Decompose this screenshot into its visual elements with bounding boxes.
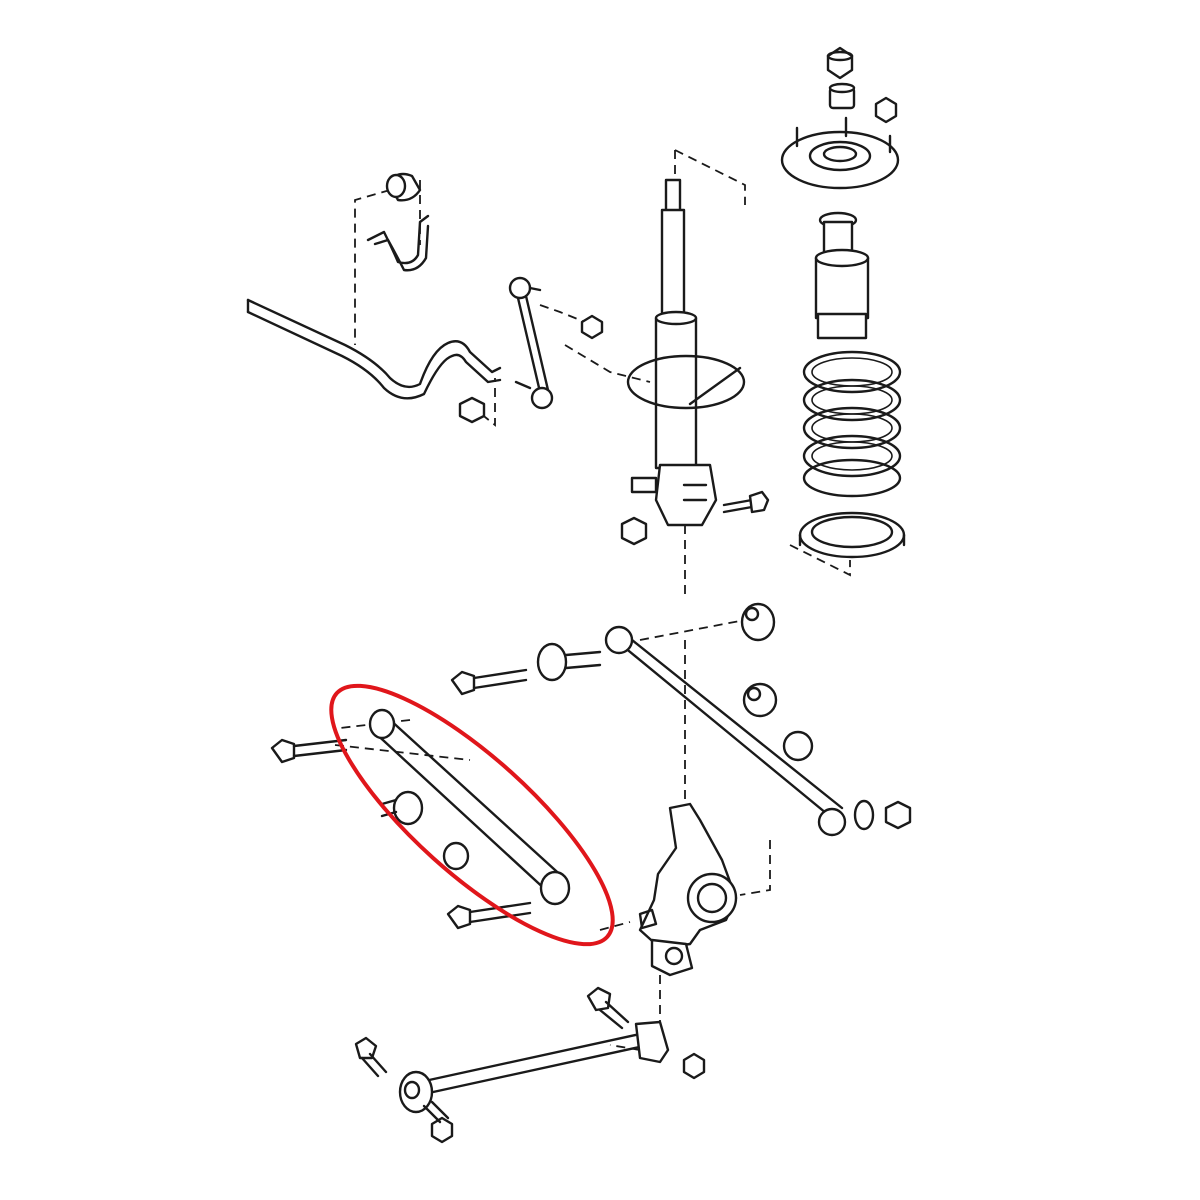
cam-washer-icon bbox=[536, 642, 602, 682]
bolt-icon bbox=[446, 901, 532, 930]
nut-icon bbox=[826, 46, 854, 80]
bolt-icon bbox=[586, 986, 630, 1030]
stabilizer-bar-icon bbox=[246, 298, 502, 400]
nut-icon bbox=[884, 800, 912, 830]
spring-lower-insulator-icon bbox=[798, 511, 906, 559]
bushing-icon bbox=[442, 841, 470, 871]
cam-washer-icon bbox=[853, 799, 875, 831]
bolt-icon bbox=[270, 738, 348, 764]
nut-icon bbox=[580, 314, 604, 340]
bolt-icon bbox=[450, 668, 528, 696]
stabilizer-bushing-icon bbox=[385, 172, 422, 202]
strut-rod-icon bbox=[398, 1020, 670, 1114]
bolt-icon bbox=[722, 490, 770, 514]
bolt-icon bbox=[422, 1100, 454, 1144]
shock-absorber-icon bbox=[626, 178, 746, 527]
bushing-icon bbox=[380, 790, 424, 826]
lateral-link-icon bbox=[604, 625, 847, 837]
bushing-icon bbox=[740, 602, 776, 642]
bushing-icon bbox=[828, 82, 856, 110]
bushing-icon bbox=[742, 682, 778, 718]
nut-icon bbox=[682, 1052, 706, 1080]
highlight-ellipse bbox=[329, 683, 615, 947]
bushing-icon bbox=[782, 730, 814, 762]
stabilizer-bracket-icon bbox=[366, 214, 430, 272]
coil-spring-icon bbox=[802, 350, 902, 498]
assembly-guide-lines bbox=[334, 149, 851, 1051]
bump-stopper-icon bbox=[814, 211, 870, 340]
rear-axle-carrier-icon bbox=[638, 802, 738, 977]
spring-upper-seat-icon bbox=[780, 116, 900, 190]
bolt-icon bbox=[354, 1036, 388, 1078]
nut-icon bbox=[874, 96, 898, 124]
nut-icon bbox=[458, 396, 486, 424]
stabilizer-link-icon bbox=[508, 276, 554, 410]
lateral-link-icon bbox=[368, 708, 571, 906]
nut-icon bbox=[620, 516, 648, 546]
